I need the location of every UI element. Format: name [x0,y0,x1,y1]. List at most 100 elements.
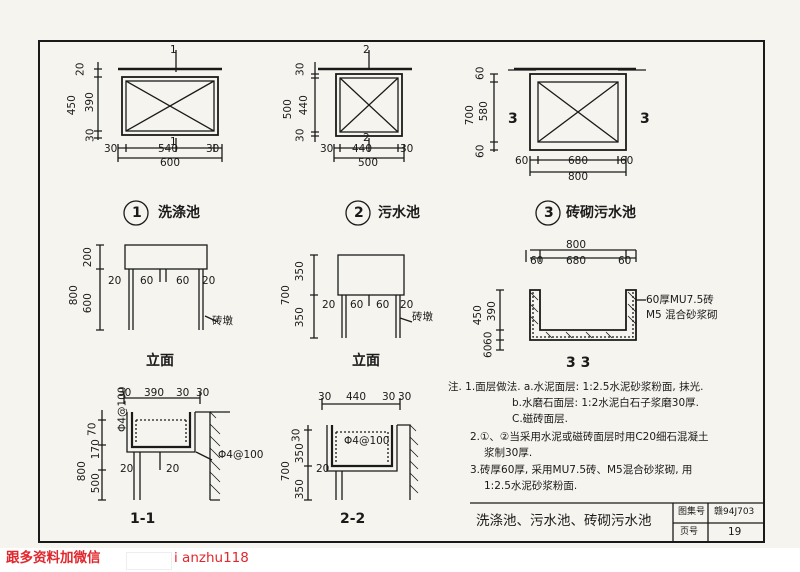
title-3-number: 3 [544,205,554,221]
plan3-dim-l: 60 [515,155,529,167]
plan1-dim-r: 30 [206,143,220,155]
note-line-2: b.水磨石面层: 1:2水泥白石子浆磨30厚. [512,397,699,409]
plan-2-drawing [311,50,412,162]
plan3-dim-r: 60 [620,155,634,167]
sec33-h-b2: 60 [482,344,495,358]
plan-3-drawing [490,67,646,176]
sec11-h-b: 170 [89,439,102,460]
sec33-w-total: 800 [566,239,587,251]
elevation-1-drawing [96,244,219,331]
sec11-h-total: 800 [75,461,88,482]
title-3-text: 砖砌污水池 [566,205,636,221]
sec11-rebar: Φ4@100 [116,386,129,433]
sec11-h-d: 20 [120,463,134,475]
footer-bar [0,548,800,572]
footer-text-a: 跟多资料加微信 [6,550,101,566]
drawing-frame [38,40,765,543]
plan2-dim-l: 30 [320,143,334,155]
sec11-d-bot: 20 [166,463,180,475]
elev2-note: 砖墩 [412,311,433,323]
section-mark-3-right: 3 [640,111,650,127]
sec11-d3: 30 [176,387,190,399]
sec11-d2: 390 [144,387,165,399]
plan2-dim-width: 500 [358,157,379,169]
elev1-d4: 20 [202,275,216,287]
plan2-dim-top: 30 [294,62,307,76]
elev1-h-total: 800 [67,285,80,306]
title-1-circle [123,200,149,226]
title-2-number: 2 [354,205,364,221]
elev2-h-top: 350 [293,261,306,282]
plan2-dim-inner: 440 [352,143,373,155]
sec33-note-1: 60厚MU7.5砖 [646,294,714,306]
elev1-d3: 60 [176,275,190,287]
plan1-dim-top: 20 [74,62,87,76]
title-2-text: 污水池 [378,205,420,221]
section-mark-3-left: 3 [508,111,518,127]
section-mark-2-bottom: 2 [363,132,370,144]
sec11-rebar-2: Φ4@100 [218,449,264,461]
sec33-w-l: 60 [530,255,544,267]
title-1-number: 1 [132,205,142,221]
atlas-number-value: 赣94J703 [714,507,755,517]
plan2-dim-mid: 440 [297,95,310,116]
elev2-h-total: 700 [279,285,292,306]
elev1-note: 砖墩 [212,315,233,327]
sec11-d4: 30 [196,387,210,399]
sec22-h-d: 20 [316,463,330,475]
section-mark-1-bottom: 1 [170,136,177,148]
sec33-h-bot: 60 [482,331,495,345]
plan3-dim-inner: 680 [568,155,589,167]
plan3-dim-mid: 580 [477,101,490,122]
sec22-h-total: 700 [279,461,292,482]
sec33-w-r: 60 [618,255,632,267]
plan3-dim-width: 800 [568,171,589,183]
note-line-4: 2.①、②当采用水泥或磁砖面层时用C20细石混凝土 [470,431,709,443]
note-line-3: C.磁砖面层. [512,413,569,425]
elev1-d2: 60 [140,275,154,287]
sec22-h-c: 350 [293,479,306,500]
plan-1-drawing [94,50,223,162]
elev2-d3: 60 [376,299,390,311]
plan1-dim-total: 450 [65,95,78,116]
elev2-label: 立面 [352,353,380,369]
section-3-3-drawing [496,249,646,351]
sec33-h-total: 450 [471,305,484,326]
plan2-dim-r: 30 [400,143,414,155]
sec11-h-a: 70 [86,422,99,436]
sec22-h-a: 30 [290,428,303,442]
plan3-dim-bot: 60 [474,144,487,158]
section-1-1-drawing [98,392,230,501]
atlas-number-label: 图集号 [678,507,706,517]
section-mark-2-top: 2 [363,44,370,56]
plan1-dim-mid: 390 [83,92,96,113]
elev2-d1: 20 [322,299,336,311]
elev2-d4: 20 [400,299,414,311]
plan1-dim-inner: 540 [158,143,179,155]
sec22-d2: 440 [346,391,367,403]
note-line-7: 1:2.5水泥砂浆粉面. [484,480,578,492]
title-block-title: 洗涤池、污水池、砖砌污水池 [476,513,652,529]
sec22-d1: 30 [318,391,332,403]
elev1-d1: 20 [108,275,122,287]
note-line-5: 浆制30厚. [484,447,533,459]
sec22-h-b: 350 [293,443,306,464]
section-2-2-drawing [304,398,411,501]
sec33-label: 3 3 [566,355,591,371]
sec33-h-mid: 390 [485,301,498,322]
wall-hatch [209,291,637,495]
title-block-lines [470,502,765,543]
redacted-box [126,552,172,570]
title-1-text: 洗涤池 [158,205,200,221]
footer-text-b: i anzhu118 [174,550,249,566]
plan1-dim-l: 30 [104,143,118,155]
plan3-dim-top: 60 [474,66,487,80]
elev1-h-top: 200 [81,247,94,268]
section-mark-1-top: 1 [170,44,177,56]
elev1-label: 立面 [146,353,174,369]
sec22-label: 2-2 [340,511,366,527]
sec11-h-c: 500 [89,473,102,494]
plan1-dim-width: 600 [160,157,181,169]
